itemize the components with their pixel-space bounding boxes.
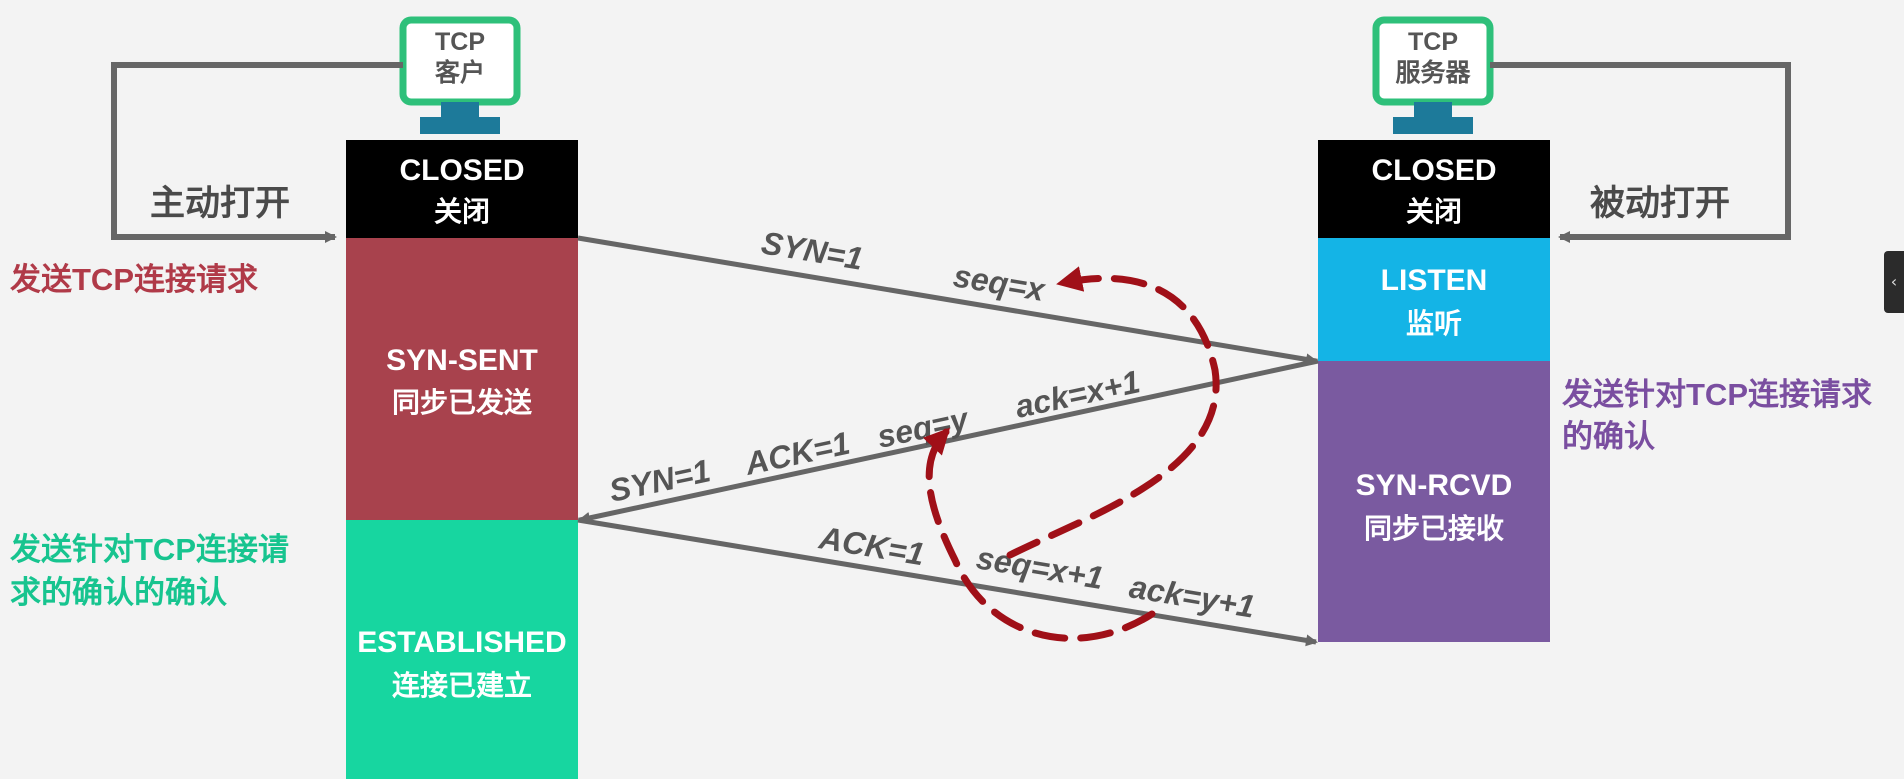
client-state-closed: CLOSED 关闭 — [346, 140, 578, 238]
server-listen-block — [1318, 238, 1550, 361]
server-syn-rcvd-block — [1318, 361, 1550, 642]
client-state-syn-sent: SYN-SENT 同步已发送 — [346, 238, 578, 520]
client-syn-sent-block — [346, 238, 578, 520]
client-established-name: ESTABLISHED — [357, 626, 566, 659]
active-open-label: 主动打开 — [150, 184, 290, 223]
passive-open-arrow — [1490, 62, 1791, 243]
server-closed-block — [1318, 140, 1550, 238]
server-syn-rcvd-name: SYN-RCVD — [1356, 469, 1513, 502]
message-1-arrow — [577, 235, 1318, 366]
client-syn-sent-name: SYN-SENT — [386, 344, 538, 377]
server-monitor-line2: 服务器 — [1395, 59, 1471, 87]
cycle-arrow-upper — [1006, 266, 1220, 559]
cycle-arrow-lower — [922, 427, 1156, 642]
m2-acknum-label: ack=x+1 — [1012, 363, 1143, 424]
server-listen-cn: 监听 — [1406, 308, 1462, 339]
client-closed-name: CLOSED — [399, 154, 524, 187]
client-closed-cn: 关闭 — [434, 196, 490, 227]
chevron-left-icon[interactable]: ‹ — [1884, 251, 1904, 313]
server-monitor-line1: TCP — [1408, 28, 1458, 56]
server-listen-name: LISTEN — [1381, 264, 1488, 297]
client-closed-block — [346, 140, 578, 238]
send-request-label: 发送TCP连接请求 — [9, 262, 258, 297]
server-syn-rcvd-cn: 同步已接收 — [1364, 513, 1504, 544]
server-ack-line2: 的确认 — [1562, 419, 1655, 454]
ack-of-ack-line2: 求的确认的确认 — [10, 575, 227, 610]
server-ack-line1: 发送针对TCP连接请求 — [1561, 377, 1872, 412]
client-monitor-line2: 客户 — [435, 58, 485, 87]
client-established-cn: 连接已建立 — [392, 669, 532, 701]
server-state-listen: LISTEN 监听 — [1318, 238, 1550, 361]
client-syn-sent-cn: 同步已发送 — [392, 386, 532, 418]
passive-open-label: 被动打开 — [1590, 184, 1730, 223]
server-state-syn-rcvd: SYN-RCVD 同步已接收 — [1318, 361, 1550, 642]
server-closed-name: CLOSED — [1371, 154, 1496, 187]
client-monitor-icon: TCP 客户 — [399, 16, 521, 134]
client-state-established: ESTABLISHED 连接已建立 — [346, 520, 578, 779]
client-monitor-line1: TCP — [435, 28, 485, 56]
ack-of-ack-line1: 发送针对TCP连接请 — [9, 532, 289, 567]
server-monitor-icon: TCP 服务器 — [1372, 16, 1494, 134]
server-state-closed: CLOSED 关闭 — [1318, 140, 1550, 238]
client-established-block — [346, 520, 578, 779]
server-closed-cn: 关闭 — [1406, 196, 1462, 227]
active-open-arrow — [111, 62, 403, 243]
message-3-arrow — [577, 517, 1318, 647]
message-2-arrow — [578, 358, 1319, 524]
